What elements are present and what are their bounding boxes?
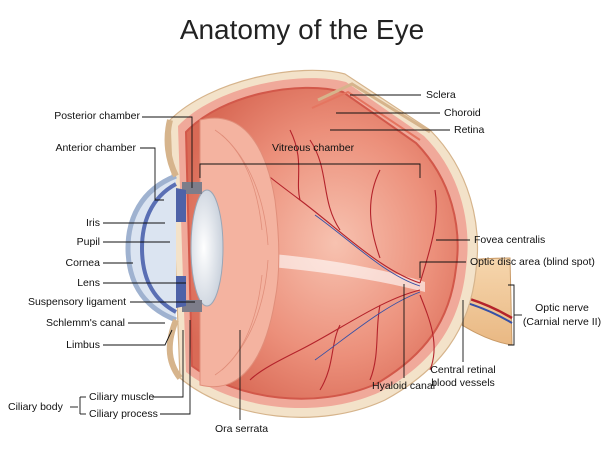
label-suspensory-ligament: Suspensory ligament bbox=[27, 296, 126, 308]
label-limbus: Limbus bbox=[66, 339, 100, 351]
label-posterior-chamber: Posterior chamber bbox=[54, 110, 140, 122]
label-fovea-centralis: Fovea centralis bbox=[474, 234, 546, 246]
cornea-shape bbox=[125, 173, 177, 323]
label-central-vessels-1: Central retinal bbox=[430, 364, 496, 376]
ciliary-folds bbox=[214, 129, 269, 376]
retinal-veins bbox=[314, 214, 421, 361]
leader-lines bbox=[70, 94, 522, 420]
diagram-title: Anatomy of the Eye bbox=[179, 14, 425, 45]
label-sclera: Sclera bbox=[426, 89, 456, 101]
iris-shape bbox=[176, 188, 186, 222]
retinal-vessels bbox=[249, 129, 437, 391]
ciliary-region bbox=[199, 117, 280, 388]
limbus-shape bbox=[164, 119, 179, 178]
label-cornea: Cornea bbox=[65, 257, 100, 269]
label-iris: Iris bbox=[86, 217, 100, 229]
label-ciliary-process: Ciliary process bbox=[89, 408, 158, 420]
label-ciliary-muscle: Ciliary muscle bbox=[89, 391, 155, 403]
ciliary-process-bottom bbox=[182, 300, 202, 312]
label-central-vessels-2: blood vessels bbox=[431, 377, 495, 389]
label-schlemms-canal: Schlemm's canal bbox=[45, 317, 125, 329]
label-optic-disc: Optic disc area (blind spot) bbox=[470, 256, 595, 268]
label-optic-nerve: Optic nerve bbox=[535, 302, 589, 314]
label-cranial-nerve: (Carnial nerve II) bbox=[522, 316, 602, 328]
label-hyaloid-canal: Hyaloid canal bbox=[372, 380, 436, 392]
label-ora-serrata: Ora serrata bbox=[215, 423, 269, 435]
label-anterior-chamber: Anterior chamber bbox=[55, 142, 136, 154]
iris-shape-bottom bbox=[176, 276, 186, 308]
label-vitreous-chamber: Vitreous chamber bbox=[272, 142, 355, 154]
label-choroid: Choroid bbox=[444, 107, 481, 119]
label-ciliary-body: Ciliary body bbox=[8, 401, 63, 413]
label-lens: Lens bbox=[77, 277, 100, 289]
label-pupil: Pupil bbox=[76, 236, 100, 248]
layer-cut-lines bbox=[317, 82, 431, 134]
lens-shape bbox=[190, 189, 224, 307]
label-retina: Retina bbox=[454, 124, 485, 136]
